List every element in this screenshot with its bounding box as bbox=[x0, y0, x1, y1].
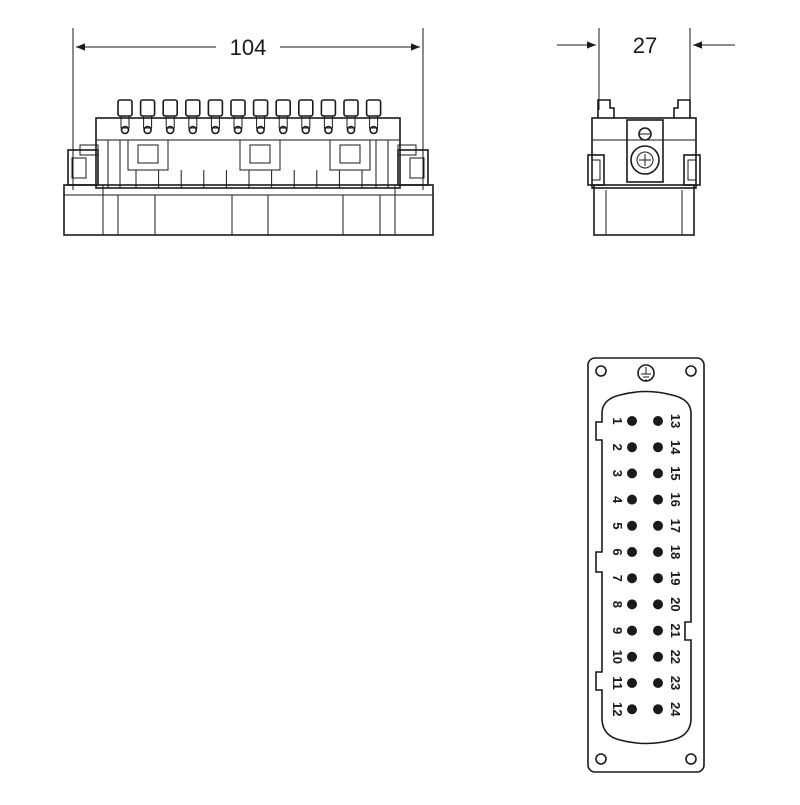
pin-label: 9 bbox=[610, 627, 625, 634]
crimp-terminal bbox=[139, 99, 156, 135]
crimp-terminal bbox=[185, 99, 201, 135]
pin-label: 13 bbox=[668, 414, 683, 428]
contact-pin bbox=[627, 468, 637, 479]
contact-pin bbox=[627, 599, 637, 610]
pin-label: 4 bbox=[610, 496, 625, 504]
pin-label: 16 bbox=[668, 492, 683, 506]
left-locking-clip bbox=[67, 144, 99, 186]
pin-label: 12 bbox=[610, 702, 625, 716]
pin-label: 10 bbox=[610, 650, 625, 664]
pin-label: 5 bbox=[610, 522, 625, 529]
pin-label: 2 bbox=[610, 444, 625, 451]
side-housing-base bbox=[593, 184, 695, 236]
contact-pin bbox=[627, 547, 637, 557]
contact-pin bbox=[627, 573, 637, 584]
pin-label: 1 bbox=[610, 417, 625, 424]
contact-pin bbox=[653, 442, 663, 453]
pin-label: 24 bbox=[668, 702, 683, 717]
pin-label: 21 bbox=[668, 623, 683, 637]
earth-symbol-icon bbox=[637, 364, 655, 382]
pin-label: 11 bbox=[610, 676, 625, 690]
crimp-terminal bbox=[297, 99, 314, 135]
contact-pin bbox=[653, 625, 663, 636]
contact-pin bbox=[653, 678, 663, 688]
contact-pin bbox=[627, 494, 637, 505]
crimp-terminal bbox=[117, 99, 133, 135]
mounting-holes bbox=[595, 365, 697, 765]
pin-label: 22 bbox=[668, 650, 683, 664]
contact-pin bbox=[627, 651, 637, 662]
face-view: 1 13 2 14 3 15 4 16 5 17 6 18 7 19 8 20 9 21 10 22 11 23 12 24 bbox=[587, 357, 705, 773]
contact-pin bbox=[653, 573, 663, 584]
pin-label: 7 bbox=[610, 575, 625, 582]
contact-pin bbox=[653, 416, 663, 426]
contact-pins: 1 13 2 14 3 15 4 16 5 17 6 18 7 19 8 20 9 21 10 22 11 23 12 24 bbox=[610, 414, 683, 717]
earth-screw bbox=[626, 119, 664, 183]
crimp-terminal bbox=[343, 99, 359, 135]
contact-pin bbox=[653, 494, 663, 505]
crimp-terminal bbox=[365, 99, 382, 135]
pin-label: 18 bbox=[668, 545, 683, 559]
latch-windows bbox=[127, 139, 371, 171]
pin-label: 17 bbox=[668, 519, 683, 533]
contact-pin bbox=[627, 442, 637, 453]
face-flange bbox=[587, 357, 705, 773]
contact-pin bbox=[653, 547, 663, 557]
pin-label: 15 bbox=[668, 466, 683, 480]
crimp-terminal bbox=[230, 99, 246, 135]
pin-label: 20 bbox=[668, 597, 683, 611]
pin-label: 14 bbox=[668, 440, 683, 455]
crimp-terminal bbox=[275, 99, 292, 135]
pin-label: 6 bbox=[610, 548, 625, 555]
contact-pin bbox=[653, 704, 663, 715]
crimp-terminals bbox=[117, 99, 382, 135]
contact-pin bbox=[627, 625, 637, 636]
crimp-terminal bbox=[320, 99, 337, 135]
depth-dimension-label: 27 bbox=[633, 33, 657, 58]
pin-label: 8 bbox=[610, 601, 625, 608]
contact-pin bbox=[627, 416, 637, 426]
contact-pin bbox=[653, 468, 663, 479]
front-housing-base bbox=[63, 184, 434, 236]
contact-pin bbox=[653, 599, 663, 610]
contact-pin bbox=[627, 520, 637, 531]
pin-label: 19 bbox=[668, 571, 683, 585]
pin-label: 3 bbox=[610, 470, 625, 477]
crimp-terminal bbox=[162, 99, 178, 135]
side-view: 27 bbox=[557, 28, 735, 236]
crimp-terminal bbox=[252, 99, 269, 135]
side-insert-body bbox=[591, 117, 697, 189]
pin-label: 23 bbox=[668, 676, 683, 690]
contact-pin bbox=[627, 678, 637, 688]
contact-pin bbox=[653, 651, 663, 662]
contact-pin bbox=[653, 520, 663, 531]
insert-dividers bbox=[135, 170, 363, 188]
contact-pin bbox=[627, 704, 637, 715]
insert-outline bbox=[595, 390, 692, 745]
front-view: 104 bbox=[63, 28, 434, 236]
width-dimension-label: 104 bbox=[230, 35, 267, 60]
right-locking-clip bbox=[397, 144, 429, 186]
front-insert-body bbox=[95, 117, 401, 189]
width-dimension: 104 bbox=[72, 28, 424, 190]
crimp-terminal bbox=[207, 99, 224, 135]
depth-dimension: 27 bbox=[557, 28, 735, 110]
